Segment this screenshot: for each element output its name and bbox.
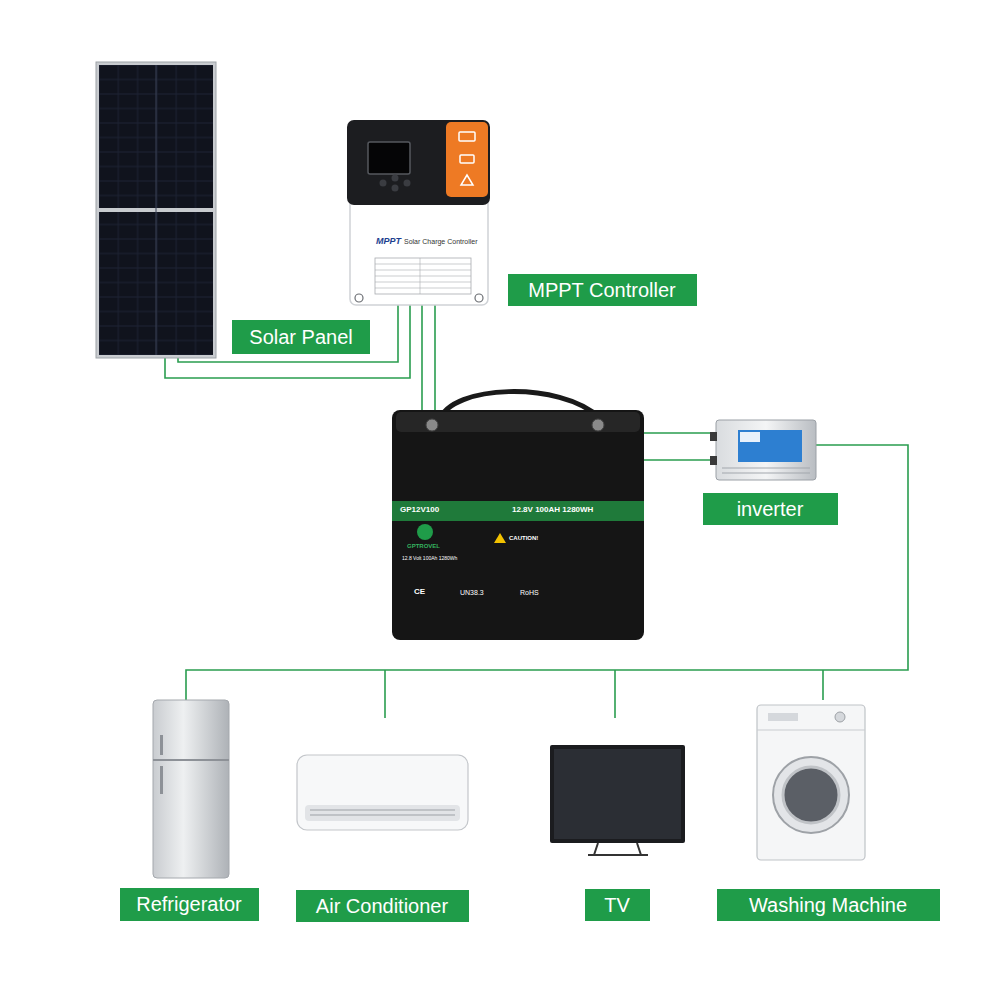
charge-controller: [347, 120, 490, 305]
component-label: Solar Panel: [232, 320, 370, 354]
rating-text: 12.8 Volt 100Ah 1280Wh: [402, 556, 457, 562]
label-text: Refrigerator: [136, 892, 242, 916]
certification-mark: UN38.3: [460, 589, 484, 597]
washing-machine: [757, 705, 865, 860]
brand-text: MPPT: [376, 237, 401, 247]
component-label: MPPT Controller: [508, 274, 697, 306]
product-text: Solar Charge Controller: [404, 238, 478, 246]
appliance-label: Air Conditioner: [296, 890, 469, 922]
wire: [165, 305, 908, 718]
component-label: inverter: [703, 493, 838, 525]
appliance-label: Washing Machine: [717, 889, 940, 921]
brand-text: GPTROVEL: [407, 543, 440, 550]
appliance-label: TV: [585, 889, 650, 921]
rating-text: 12.8V 100AH 1280WH: [512, 506, 593, 515]
warning-text: CAUTION!: [509, 535, 538, 542]
television: [550, 745, 685, 855]
inverter-box: [710, 420, 816, 480]
certification-mark: CE: [414, 588, 425, 597]
label-text: Washing Machine: [749, 893, 907, 917]
solar-panel: [96, 62, 216, 358]
refrigerator: [153, 700, 229, 878]
appliance-label: Refrigerator: [120, 888, 259, 921]
label-text: Air Conditioner: [316, 894, 448, 918]
air-conditioner: [297, 755, 468, 830]
label-text: MPPT Controller: [528, 278, 675, 302]
label-text: Solar Panel: [249, 325, 352, 349]
model-text: GP12V100: [400, 506, 439, 515]
label-text: TV: [604, 893, 630, 917]
battery: [392, 392, 644, 640]
certification-mark: RoHS: [520, 589, 539, 597]
label-text: inverter: [737, 497, 804, 521]
